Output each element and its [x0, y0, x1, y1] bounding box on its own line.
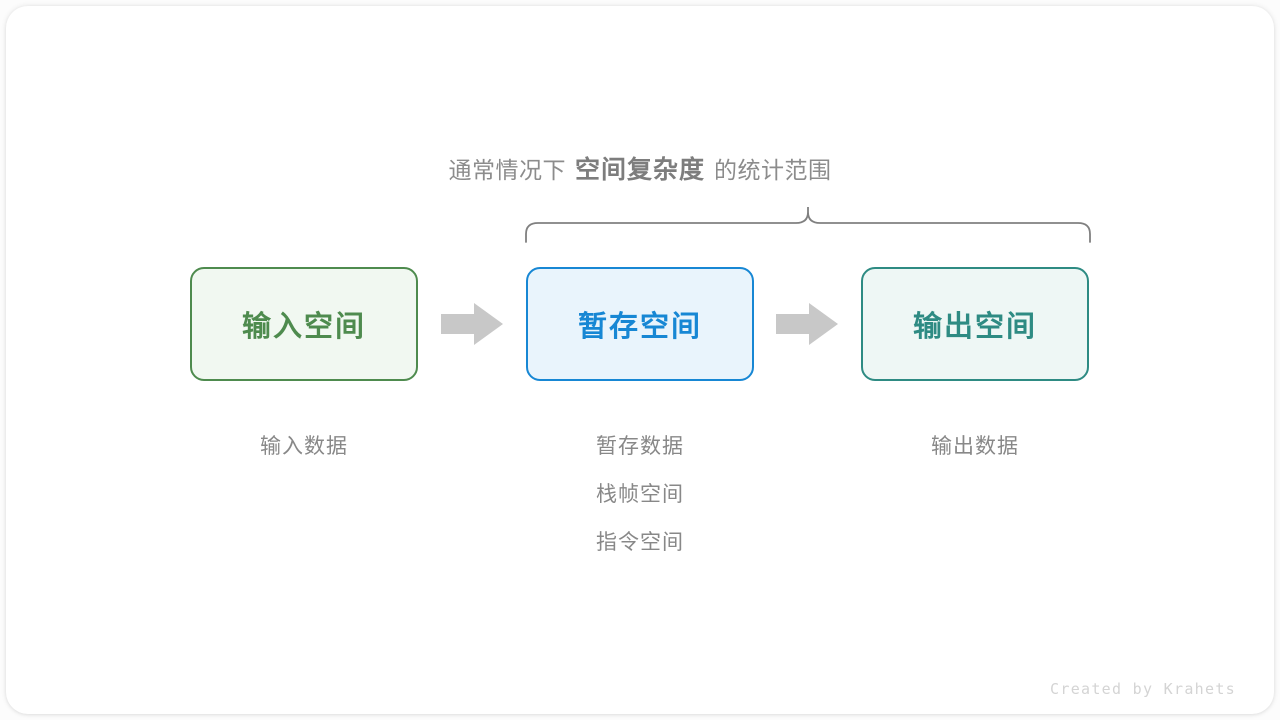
caption-suffix: 的统计范围 [714, 157, 832, 183]
caption-emphasis: 空间复杂度 [574, 156, 705, 184]
box-temp-space[interactable]: 暂存空间 [526, 267, 754, 381]
caption-temp-line-2: 栈帧空间 [596, 483, 684, 506]
box-output-space-label: 输出空间 [912, 311, 1037, 343]
caption-input-space: 输入数据 [190, 423, 418, 471]
box-input-space[interactable]: 输入空间 [190, 267, 418, 381]
caption-prefix: 通常情况下 [448, 157, 566, 183]
curly-brace-icon [525, 207, 1091, 243]
arrow-right-icon-2 [776, 303, 838, 345]
caption-input-line-1: 输入数据 [260, 435, 348, 458]
caption-temp-space: 暂存数据 栈帧空间 指令空间 [526, 423, 754, 567]
brace-caption: 通常情况下空间复杂度的统计范围 [0, 150, 1280, 186]
caption-output-line-1: 输出数据 [931, 435, 1019, 458]
box-input-space-label: 输入空间 [241, 311, 366, 343]
caption-output-space: 输出数据 [861, 423, 1089, 471]
box-temp-space-label: 暂存空间 [577, 311, 702, 343]
caption-temp-line-1: 暂存数据 [596, 435, 684, 458]
arrow-right-icon-1 [441, 303, 503, 345]
footer-credit: Created by Krahets [1050, 680, 1236, 698]
box-output-space[interactable]: 输出空间 [861, 267, 1089, 381]
caption-temp-line-3: 指令空间 [596, 531, 684, 554]
